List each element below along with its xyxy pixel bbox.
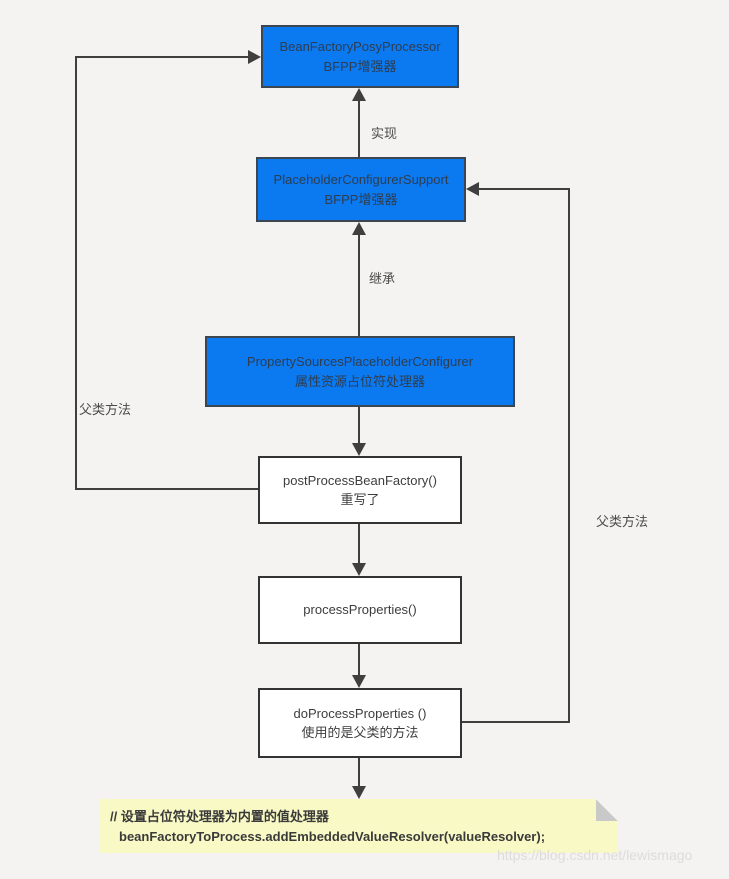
node-bean-factory-post-processor: BeanFactoryPosyProcessor BFPP增强器 [261, 25, 459, 88]
connector-flow-4 [358, 758, 360, 787]
arrowhead-up-icon [352, 88, 366, 101]
arrowhead-down-icon [352, 443, 366, 456]
connector-implements [358, 99, 360, 157]
connector-right-top-horizontal [479, 188, 570, 190]
watermark-url: https://blog.csdn.net/lewismago [497, 847, 693, 863]
arrowhead-left-icon [466, 182, 479, 196]
connector-left-bottom-horizontal [75, 488, 258, 490]
arrowhead-up-icon [352, 222, 366, 235]
code-note: // 设置占位符处理器为内置的值处理器 beanFactoryToProcess… [99, 799, 618, 853]
node-title: postProcessBeanFactory() [283, 472, 437, 488]
connector-right-bottom-horizontal [462, 721, 570, 723]
connector-left-top-horizontal [75, 56, 248, 58]
connector-flow-2 [358, 524, 360, 564]
edge-label-implements: 实现 [371, 126, 398, 141]
node-subtitle: 使用的是父类的方法 [301, 725, 419, 740]
node-process-properties: processProperties() [258, 576, 462, 644]
node-title: PropertySourcesPlaceholderConfigurer [246, 354, 474, 369]
node-property-sources-placeholder-configurer: PropertySourcesPlaceholderConfigurer 属性资… [205, 336, 515, 407]
note-code-line: beanFactoryToProcess.addEmbeddedValueRes… [119, 829, 546, 845]
arrowhead-right-icon [248, 50, 261, 64]
node-subtitle: 重写了 [340, 492, 380, 507]
note-comment-line: // 设置占位符处理器为内置的值处理器 [110, 809, 329, 824]
node-subtitle: BFPP增强器 [323, 58, 397, 74]
connector-right-vertical [568, 188, 570, 723]
arrowhead-down-icon [352, 675, 366, 688]
connector-flow-1 [358, 407, 360, 444]
connector-flow-3 [358, 644, 360, 676]
node-do-process-properties: doProcessProperties () 使用的是父类的方法 [258, 688, 462, 758]
node-title: BeanFactoryPosyProcessor [279, 39, 441, 54]
node-title: PlaceholderConfigurerSupport [273, 172, 449, 187]
edge-label-extends: 继承 [369, 271, 396, 286]
node-post-process-bean-factory: postProcessBeanFactory() 重写了 [258, 456, 462, 524]
connector-extends [358, 229, 360, 336]
node-subtitle: 属性资源占位符处理器 [294, 373, 425, 389]
node-placeholder-configurer-support: PlaceholderConfigurerSupport BFPP增强器 [256, 157, 466, 222]
edge-label-parent-method-left: 父类方法 [79, 402, 132, 417]
node-title: processProperties() [303, 602, 417, 618]
connector-left-vertical [75, 56, 77, 490]
note-fold-corner-icon [596, 799, 618, 821]
node-title: doProcessProperties () [293, 705, 427, 721]
arrowhead-down-icon [352, 563, 366, 576]
arrowhead-down-icon [352, 786, 366, 799]
node-subtitle: BFPP增强器 [324, 191, 398, 207]
edge-label-parent-method-right: 父类方法 [596, 514, 649, 529]
